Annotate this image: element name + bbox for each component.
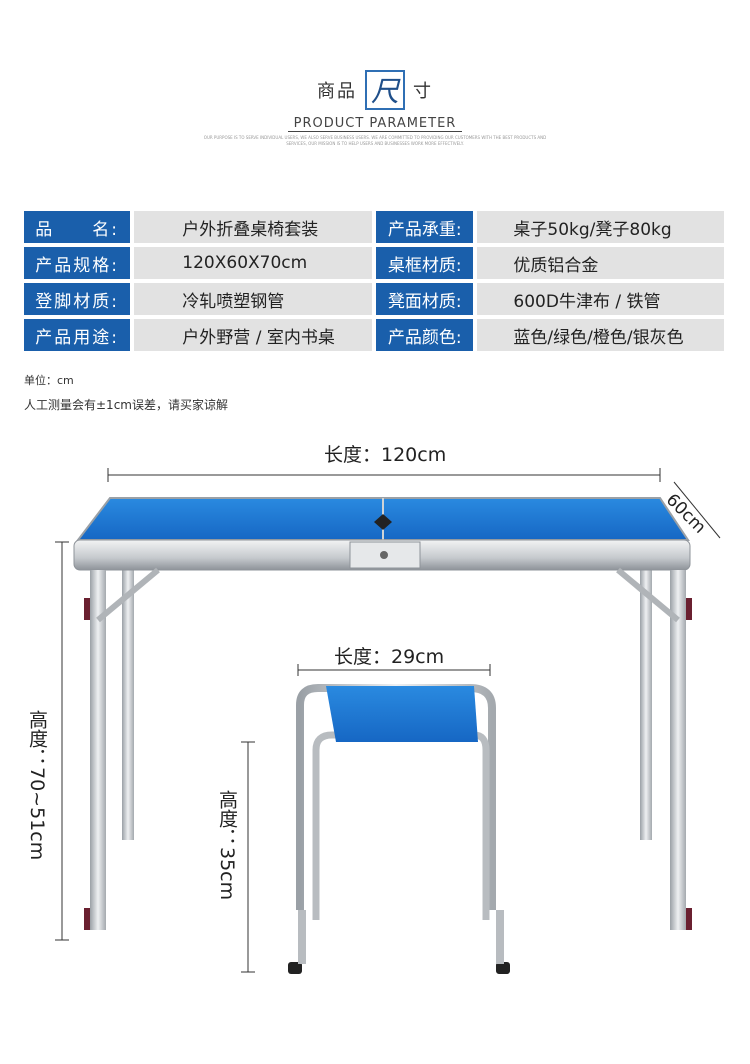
spec-label: 凳面材质: [376, 283, 474, 315]
table-length-dimension [107, 468, 661, 482]
spec-label: 产品用途: [24, 319, 131, 351]
table-back-legs [122, 570, 652, 840]
spec-table: 品 名: 户外折叠桌椅套装 产品承重: 桌子50kg/凳子80kg 产品规格: … [24, 211, 725, 355]
table-front-legs [84, 567, 692, 930]
tolerance-note: 人工测量会有±1cm误差，请买家谅解 [24, 398, 228, 412]
spec-label: 桌框材质: [376, 247, 474, 279]
unit-note: 单位：cm [24, 374, 74, 387]
stool [288, 684, 510, 974]
spec-label: 产品规格: [24, 247, 131, 279]
table-length-label: 长度：120cm [324, 444, 447, 466]
header-fine-print: OUR PURPOSE IS TO SERVE INDIVIDUAL USERS… [203, 135, 547, 146]
spec-row: 品 名: 户外折叠桌椅套装 产品承重: 桌子50kg/凳子80kg [24, 211, 725, 243]
spec-value: 600D牛津布 / 铁管 [477, 283, 725, 315]
header-right-word: 寸 [413, 81, 433, 102]
stool-length-label: 长度：29cm [334, 646, 445, 668]
header-box-char: 尺 [365, 70, 405, 110]
stool-length-dimension [297, 664, 491, 676]
spec-row: 登脚材质: 冷轧喷塑钢管 凳面材质: 600D牛津布 / 铁管 [24, 283, 725, 315]
spec-label: 品 名: [24, 211, 131, 243]
header-title-row: 商品 尺 寸 [0, 70, 750, 110]
section-header: 商品 尺 寸 PRODUCT PARAMETER OUR PURPOSE IS … [0, 70, 750, 147]
table-depth-dimension [673, 481, 721, 539]
table-stool-illustration [55, 468, 721, 974]
table-top [73, 497, 691, 571]
spec-value: 优质铝合金 [477, 247, 725, 279]
spec-value: 户外折叠桌椅套装 [134, 211, 373, 243]
spec-row: 产品规格: 120X60X70cm 桌框材质: 优质铝合金 [24, 247, 725, 279]
spec-label: 产品承重: [376, 211, 474, 243]
stool-height-label: 高度：35cm [216, 790, 238, 901]
stool-height-dimension [241, 741, 255, 973]
table-height-label: 高度：70~51cm [26, 710, 48, 861]
header-left-word: 商品 [317, 81, 357, 102]
spec-value: 120X60X70cm [134, 247, 373, 279]
spec-value: 户外野营 / 室内书桌 [134, 319, 373, 351]
header-subtitle-wrap: PRODUCT PARAMETER [0, 116, 750, 132]
spec-value: 桌子50kg/凳子80kg [477, 211, 725, 243]
spec-label: 登脚材质: [24, 283, 131, 315]
spec-value: 冷轧喷塑钢管 [134, 283, 373, 315]
spec-row: 产品用途: 户外野营 / 室内书桌 产品颜色: 蓝色/绿色/橙色/银灰色 [24, 319, 725, 351]
spec-value: 蓝色/绿色/橙色/银灰色 [477, 319, 725, 351]
product-drawing: 长度：120cm 60cm 高度：70~51cm 长度：29cm 高度：35cm [0, 430, 750, 1064]
spec-label: 产品颜色: [376, 319, 474, 351]
table-height-dimension [55, 541, 69, 941]
header-subtitle: PRODUCT PARAMETER [287, 116, 463, 132]
